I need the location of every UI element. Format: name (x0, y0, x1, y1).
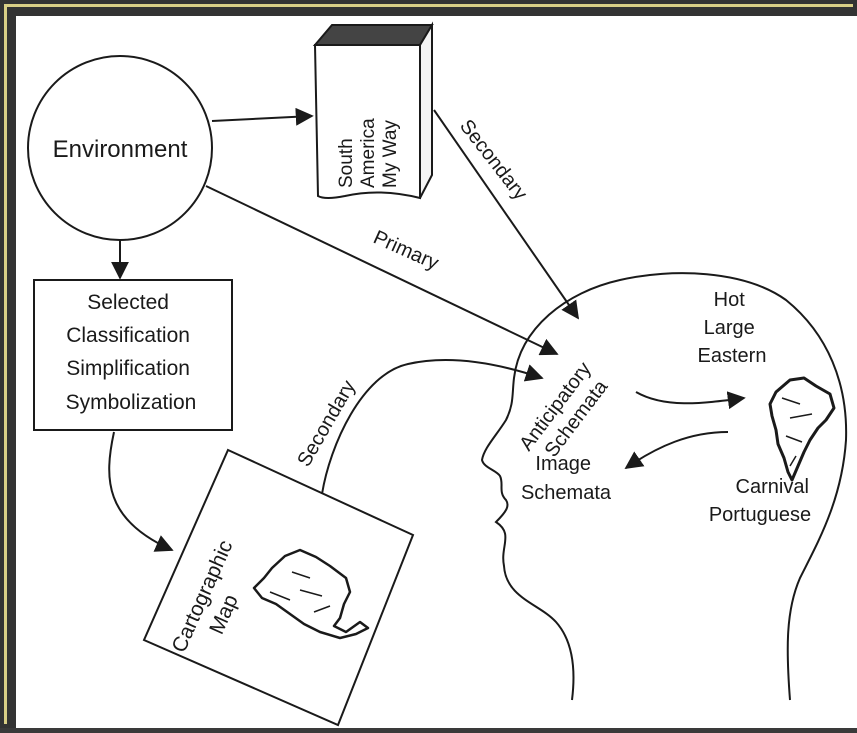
arrow-anticipatory-to-attributes (635, 391, 746, 410)
selected-box (33, 279, 233, 431)
environment-label: Environment (53, 136, 188, 163)
diagram-canvas: Environment South America My Way Selecte… (27, 21, 848, 727)
arrow-secondary-map (321, 359, 544, 495)
cartographic-map-node: Cartographic Map (142, 448, 415, 727)
arrow-environment-to-book (211, 107, 314, 126)
attributes-top-label: Hot Large Eastern (698, 289, 767, 367)
book-title: South America My Way (336, 113, 401, 188)
arrow-selected-to-map (108, 431, 174, 552)
edge-label-secondary-book: Secondary (455, 116, 531, 205)
diagram-sheet: Environment South America My Way Selecte… (16, 16, 857, 728)
arrow-primary (205, 185, 559, 356)
arrow-attributes-to-image (624, 431, 729, 470)
edge-label-secondary-map: Secondary (293, 377, 360, 471)
edge-label-primary: Primary (370, 226, 442, 274)
south-america-head-icon (768, 376, 836, 482)
frame-border (4, 4, 853, 724)
selected-box-text: Selected Classification Simplification S… (66, 291, 197, 414)
image-schemata-label: Image Schemata (521, 453, 612, 504)
attributes-bottom-label: Carnival Portuguese (709, 476, 815, 526)
arrow-secondary-book (433, 109, 580, 320)
head-silhouette (480, 272, 848, 701)
south-america-map-icon (252, 548, 370, 640)
book-node: South America My Way (312, 21, 434, 200)
